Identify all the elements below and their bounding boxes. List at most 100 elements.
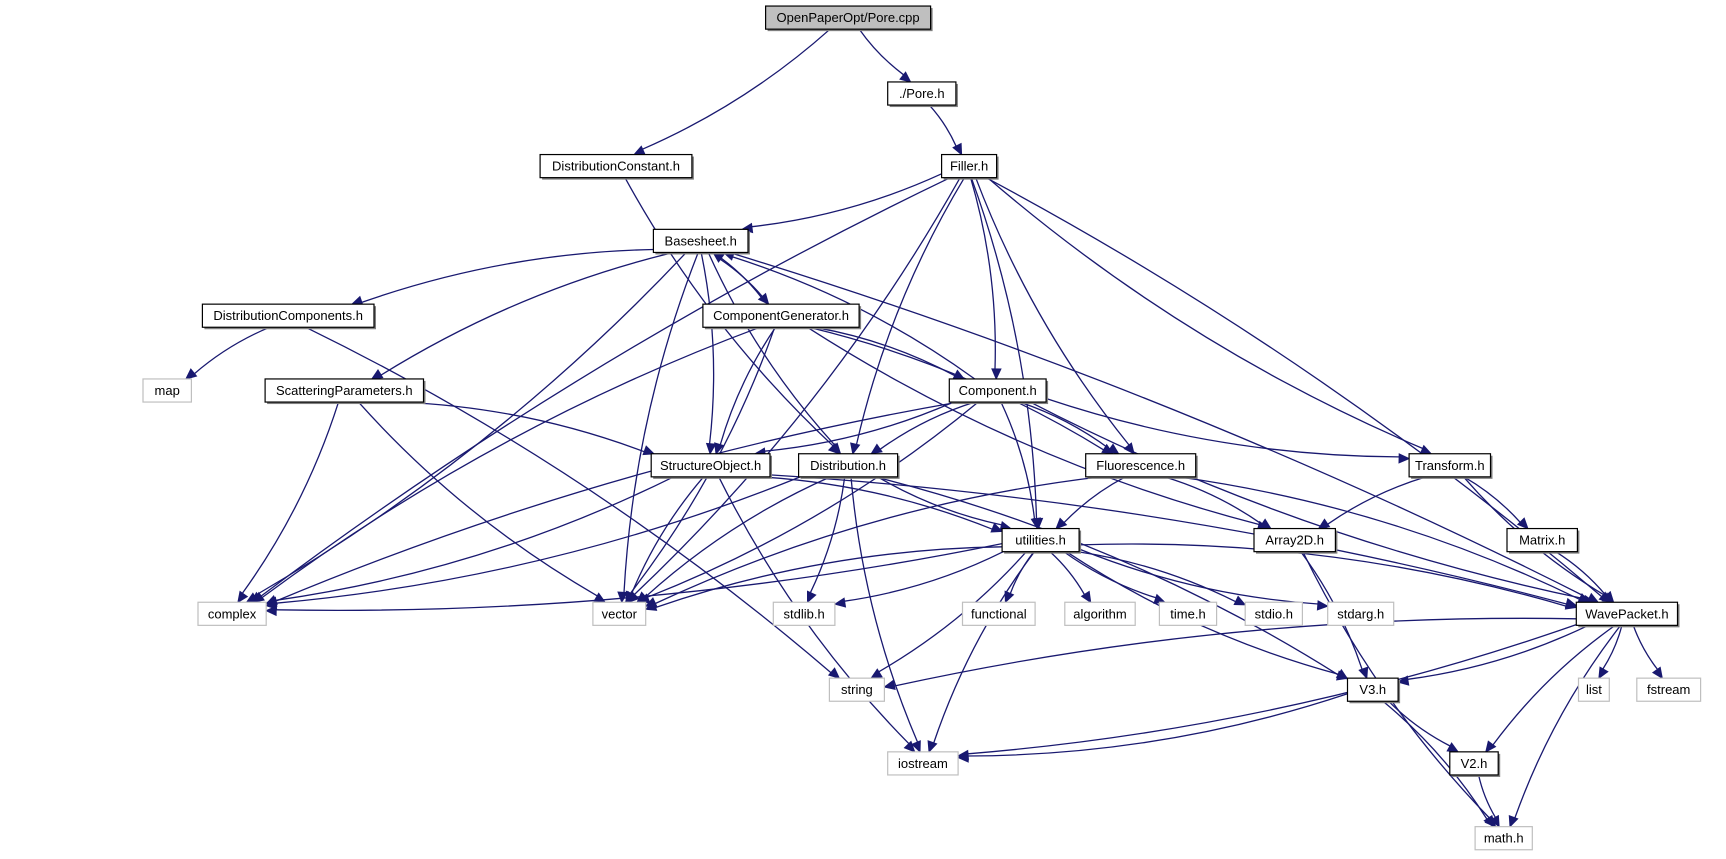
edge-compgen-to-basesheet <box>720 258 770 305</box>
node-compgen[interactable]: ComponentGenerator.h <box>702 303 862 330</box>
edge-compgen-to-structobj <box>719 326 777 445</box>
edge-wavepacket-to-list <box>1602 625 1623 670</box>
node-scatter[interactable]: ScatteringParameters.h <box>264 378 426 405</box>
node-matrix[interactable]: Matrix.h <box>1506 527 1580 554</box>
edge-filler-to-utilities <box>970 177 1038 519</box>
arrowhead-fluor-to-array2d <box>1259 518 1272 530</box>
edge-component-to-distribution <box>879 401 975 450</box>
edge-pore_cpp-to-distconst <box>642 28 831 150</box>
edge-compgen-to-array2d <box>807 326 1260 526</box>
arrowhead-distcomp-to-map <box>184 368 198 380</box>
arrowhead-basesheet-to-distribution <box>829 442 842 455</box>
node-pore_cpp[interactable]: OpenPaperOpt/Pore.cpp <box>764 5 933 32</box>
arrowhead-pore_cpp-to-distconst <box>632 145 646 156</box>
node-box <box>264 378 425 403</box>
node-pore_h[interactable]: ./Pore.h <box>887 81 958 108</box>
node-box <box>652 228 749 254</box>
arrowhead-utilities-to-functional <box>1004 590 1015 604</box>
node-label: DistributionConstant.h <box>552 159 680 174</box>
node-v3[interactable]: V3.h <box>1346 677 1401 704</box>
edge-component-to-structobj <box>764 401 954 452</box>
arrowhead-utilities-to-stdarg <box>1316 600 1329 611</box>
node-label: math.h <box>1484 831 1524 846</box>
node-string: string <box>828 677 886 702</box>
edge-structobj-to-complex <box>275 476 674 601</box>
edge-matrix-to-wavepacket <box>1555 551 1607 597</box>
node-basesheet[interactable]: Basesheet.h <box>652 228 750 255</box>
node-label: DistributionComponents.h <box>213 308 363 323</box>
node-box <box>1449 751 1499 776</box>
node-wavepacket[interactable]: WavePacket.h <box>1575 601 1680 628</box>
edge-fluor-to-array2d <box>1164 476 1263 525</box>
arrowhead-v2-to-math <box>1489 814 1500 828</box>
arrowhead-wavepacket-to-v3 <box>1396 675 1410 686</box>
arrowhead-component-to-fluor <box>1107 443 1120 455</box>
edge-utilities-to-string <box>878 551 1027 673</box>
node-box <box>1327 601 1395 626</box>
edge-utilities-to-time <box>1063 551 1157 599</box>
edge-utilities-to-complex <box>276 542 1003 612</box>
node-box <box>1506 527 1579 553</box>
node-box <box>592 601 647 626</box>
node-box <box>1408 453 1492 478</box>
node-box <box>887 751 959 776</box>
edge-v3-to-v2 <box>1388 700 1451 747</box>
arrowhead-compgen-to-complex <box>252 591 265 604</box>
node-box <box>764 5 932 30</box>
node-label: map <box>155 383 180 398</box>
edge-distribution-to-vector <box>645 476 831 598</box>
node-label: Fluorescence.h <box>1096 458 1185 473</box>
edge-distcomp-to-map <box>193 326 270 375</box>
arrowhead-scatter-to-structobj <box>642 445 656 456</box>
node-label: ./Pore.h <box>899 86 945 101</box>
node-box <box>1346 677 1399 702</box>
edge-component-to-complex <box>275 401 959 602</box>
edge-distribution-to-complex <box>275 476 801 604</box>
edge-fluor-to-utilities <box>1063 476 1126 524</box>
node-distcomp[interactable]: DistributionComponents.h <box>201 303 376 330</box>
edge-distribution-to-stdlib <box>809 476 846 593</box>
node-utilities[interactable]: utilities.h <box>1001 527 1082 554</box>
node-v2[interactable]: V2.h <box>1449 751 1501 777</box>
edge-distribution-to-iostream <box>850 476 919 743</box>
arrowhead-wavepacket-to-v2 <box>1485 740 1497 753</box>
node-label: iostream <box>898 756 948 771</box>
edge-filler-to-transform <box>987 177 1424 450</box>
arrowhead-pore_h-to-filler <box>952 142 963 156</box>
node-label: OpenPaperOpt/Pore.cpp <box>777 10 920 25</box>
node-label: algorithm <box>1073 606 1126 621</box>
node-array2d[interactable]: Array2D.h <box>1253 527 1338 554</box>
edges-layer <box>184 28 1664 828</box>
arrowhead-matrix-to-wavepacket <box>1602 590 1615 604</box>
node-distconst[interactable]: DistributionConstant.h <box>539 153 694 180</box>
arrowhead-distribution-to-iostream <box>911 740 921 754</box>
arrowhead-utilities-to-v3 <box>1336 670 1349 681</box>
arrowhead-structobj-to-vector <box>625 590 636 604</box>
node-filler[interactable]: Filler.h <box>940 153 999 180</box>
node-fluor[interactable]: Fluorescence.h <box>1085 453 1198 479</box>
node-component[interactable]: Component.h <box>948 378 1049 405</box>
node-label: stdlib.h <box>783 606 824 621</box>
arrowhead-utilities-to-complex <box>264 605 277 617</box>
node-math: math.h <box>1474 826 1533 851</box>
edge-transform-to-matrix <box>1463 476 1521 523</box>
node-label: functional <box>971 606 1027 621</box>
node-box <box>142 378 193 403</box>
edge-v2-to-math <box>1477 774 1496 818</box>
node-vector: vector <box>592 601 647 626</box>
node-box <box>539 153 693 179</box>
arrowhead-fluor-to-utilities <box>1055 517 1068 530</box>
arrowhead-utilities-to-stdlib <box>833 597 847 608</box>
edge-pore_h-to-filler <box>928 104 957 147</box>
arrowhead-wavepacket-to-fstream <box>1651 666 1664 680</box>
arrowhead-utilities-to-stdio <box>1233 595 1247 606</box>
edge-basesheet-to-distribution <box>707 252 836 446</box>
edge-filler-to-distribution <box>855 177 965 445</box>
node-transform[interactable]: Transform.h <box>1408 453 1493 479</box>
arrowhead-v3-to-iostream <box>956 752 969 763</box>
node-stdarg: stdarg.h <box>1327 601 1395 626</box>
node-distribution[interactable]: Distribution.h <box>797 453 900 479</box>
edge-wavepacket-to-v2 <box>1492 624 1616 746</box>
edge-v3-to-math <box>1382 700 1488 820</box>
node-structobj[interactable]: StructureObject.h <box>650 453 772 479</box>
